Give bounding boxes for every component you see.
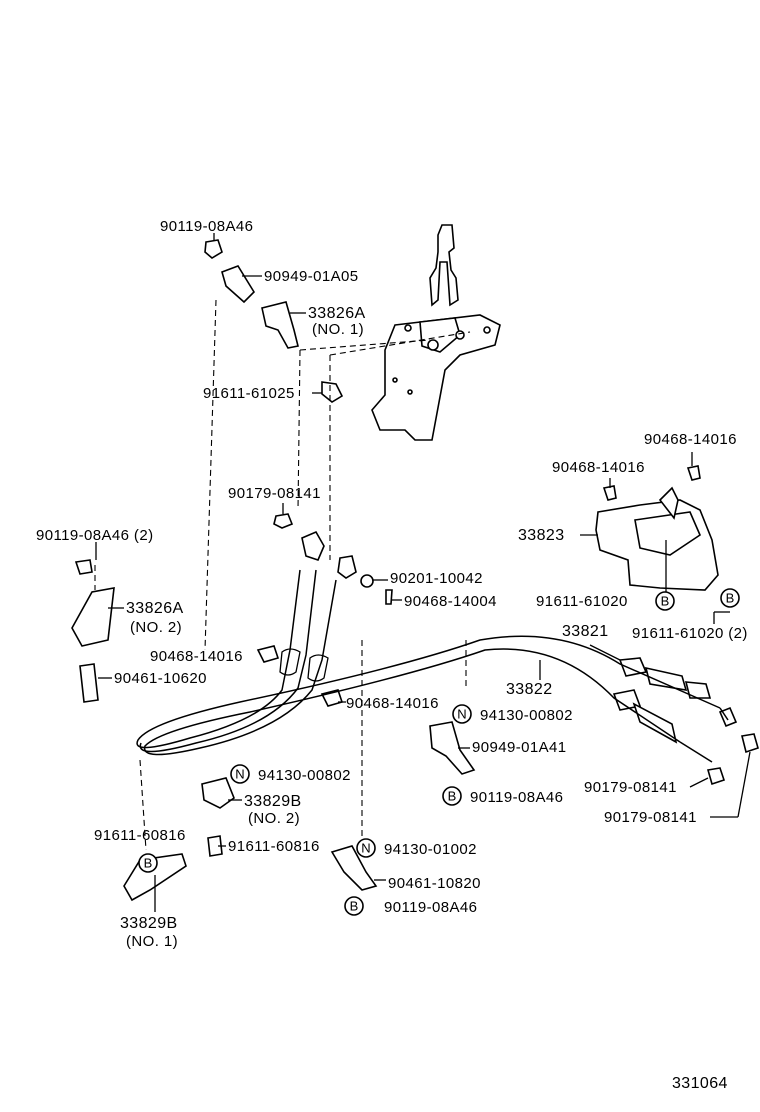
- reference-lines: [94, 299, 471, 851]
- badge-b-icon: B: [344, 896, 364, 916]
- cables: [136, 569, 729, 763]
- badge-b-icon: B: [655, 591, 675, 611]
- badges: N N N B B B B B: [138, 588, 740, 916]
- badge-n-letter: N: [361, 841, 370, 856]
- label-90949-01A05: 90949-01A05: [264, 268, 358, 285]
- badge-b-letter: B: [144, 856, 153, 871]
- badge-b-letter: B: [661, 594, 670, 609]
- label-94130-00802-right: 94130-00802: [480, 707, 573, 724]
- shift-lever-assembly: [371, 224, 501, 441]
- label-33826A-no1: 33826A: [308, 305, 366, 322]
- label-90119-08A46-top: 90119-08A46: [160, 218, 253, 235]
- label-90179-08141-mid: 90179-08141: [228, 485, 321, 502]
- label-33826A-no2: 33826A: [126, 600, 184, 617]
- label-33829B-no2-sub: (NO. 2): [248, 810, 300, 827]
- badge-b-letter: B: [448, 789, 457, 804]
- label-90468-14016-r2: 90468-14016: [552, 459, 645, 476]
- label-90119-08A46-b2: 90119-08A46: [384, 899, 477, 916]
- label-90468-14016-left: 90468-14016: [150, 648, 243, 665]
- label-90468-14016-r1: 90468-14016: [644, 431, 737, 448]
- bracket-33823: [595, 465, 719, 591]
- label-90201-10042: 90201-10042: [390, 570, 483, 587]
- diagram-id: 331064: [672, 1075, 728, 1092]
- label-90461-10620: 90461-10620: [114, 670, 207, 687]
- labels: 90119-08A46 90949-01A05 33826A (NO. 1) 9…: [36, 218, 748, 1092]
- badge-b-icon: B: [720, 588, 740, 608]
- small-parts: [71, 239, 759, 902]
- label-90461-10820: 90461-10820: [388, 875, 481, 892]
- badge-b-letter: B: [726, 591, 735, 606]
- label-91611-61025: 91611-61025: [203, 385, 295, 402]
- label-33829B-no1: 33829B: [120, 915, 178, 932]
- badge-n-letter: N: [235, 767, 244, 782]
- badge-b-icon: B: [138, 853, 158, 873]
- label-33826A-no2-sub: (NO. 2): [130, 619, 182, 636]
- label-33821: 33821: [562, 623, 609, 640]
- label-90468-14004: 90468-14004: [404, 593, 497, 610]
- badge-n-icon: N: [452, 704, 472, 724]
- label-91611-60816-a: 91611-60816: [94, 827, 186, 844]
- badge-n-icon: N: [356, 838, 376, 858]
- label-91611-61020: 91611-61020: [536, 593, 628, 610]
- badge-b-icon: B: [442, 786, 462, 806]
- label-90179-08141-r2: 90179-08141: [604, 809, 697, 826]
- badge-n-letter: N: [457, 707, 466, 722]
- badge-b-letter: B: [350, 899, 359, 914]
- badge-n-icon: N: [230, 764, 250, 784]
- label-33829B-no1-sub: (NO. 1): [126, 933, 178, 950]
- label-33829B-no2: 33829B: [244, 793, 302, 810]
- label-33822: 33822: [506, 681, 553, 698]
- label-94130-00802-left: 94130-00802: [258, 767, 351, 784]
- label-90949-01A41: 90949-01A41: [472, 739, 566, 756]
- label-33826A-no1-sub: (NO. 1): [312, 321, 364, 338]
- label-90468-14016-mid: 90468-14016: [346, 695, 439, 712]
- leader-lines: [95, 233, 751, 912]
- label-33823: 33823: [518, 527, 565, 544]
- label-94130-01002: 94130-01002: [384, 841, 477, 858]
- label-90179-08141-r1: 90179-08141: [584, 779, 677, 796]
- label-91611-61020-qty2: 91611-61020 (2): [632, 625, 748, 642]
- label-91611-60816-b: 91611-60816: [228, 838, 320, 855]
- label-90119-08A46-qty2: 90119-08A46 (2): [36, 527, 153, 544]
- label-90119-08A46-b1: 90119-08A46: [470, 789, 563, 806]
